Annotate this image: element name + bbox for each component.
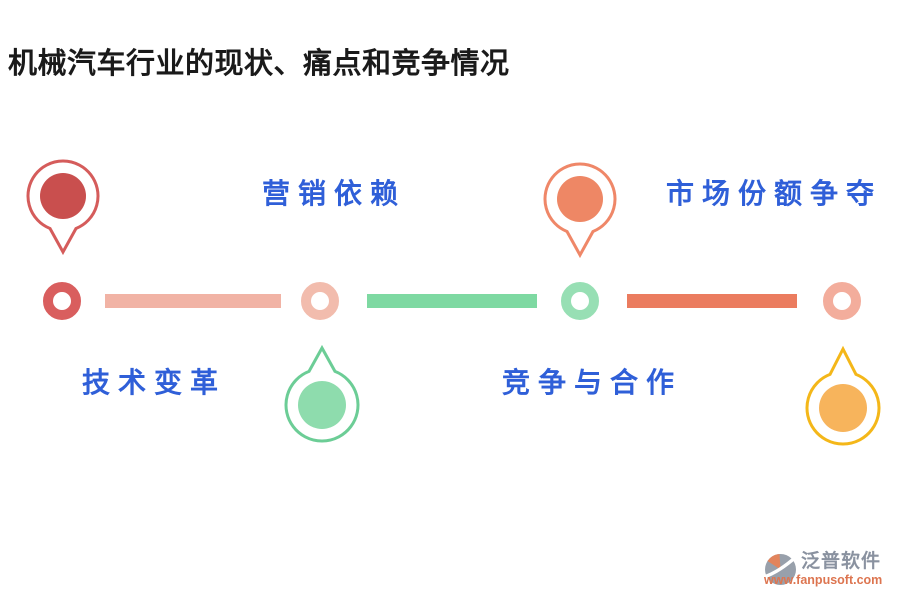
timeline-bar-2 (367, 294, 537, 308)
balloon-marker-technology (284, 344, 360, 443)
logo-wedge (767, 554, 781, 570)
brand-logo-icon (763, 554, 799, 585)
pin-dot-icon (40, 173, 86, 219)
pin-dot-icon (819, 384, 867, 432)
milestone-label-technology: 技术变革 (81, 368, 227, 399)
balloon-marker-marketing (26, 159, 100, 256)
timeline-bar-1 (105, 294, 281, 308)
timeline-bar-3 (627, 294, 797, 308)
pin-dot-icon (557, 176, 603, 222)
milestone-label-marketing: 营销依赖 (261, 179, 407, 210)
brand-name: 泛普软件 (801, 551, 882, 572)
milestone-label-cooperation: 竞争与合作 (501, 368, 683, 399)
logo-swoosh (763, 554, 799, 579)
timeline-ring-1 (43, 282, 81, 320)
timeline-ring-2 (301, 282, 339, 320)
balloon-marker-market-share (543, 162, 617, 259)
page-title: 机械汽车行业的现状、痛点和竞争情况 (8, 48, 510, 80)
milestone-label-market-share: 市场份额争夺 (665, 179, 883, 210)
brand-watermark: 泛普软件 www.fanpusoft.com (763, 551, 900, 593)
balloon-marker-cooperation (805, 345, 881, 446)
timeline-ring-3 (561, 282, 599, 320)
brand-url: www.fanpusoft.com (764, 573, 883, 587)
timeline-ring-4 (823, 282, 861, 320)
pin-dot-icon (298, 381, 346, 429)
